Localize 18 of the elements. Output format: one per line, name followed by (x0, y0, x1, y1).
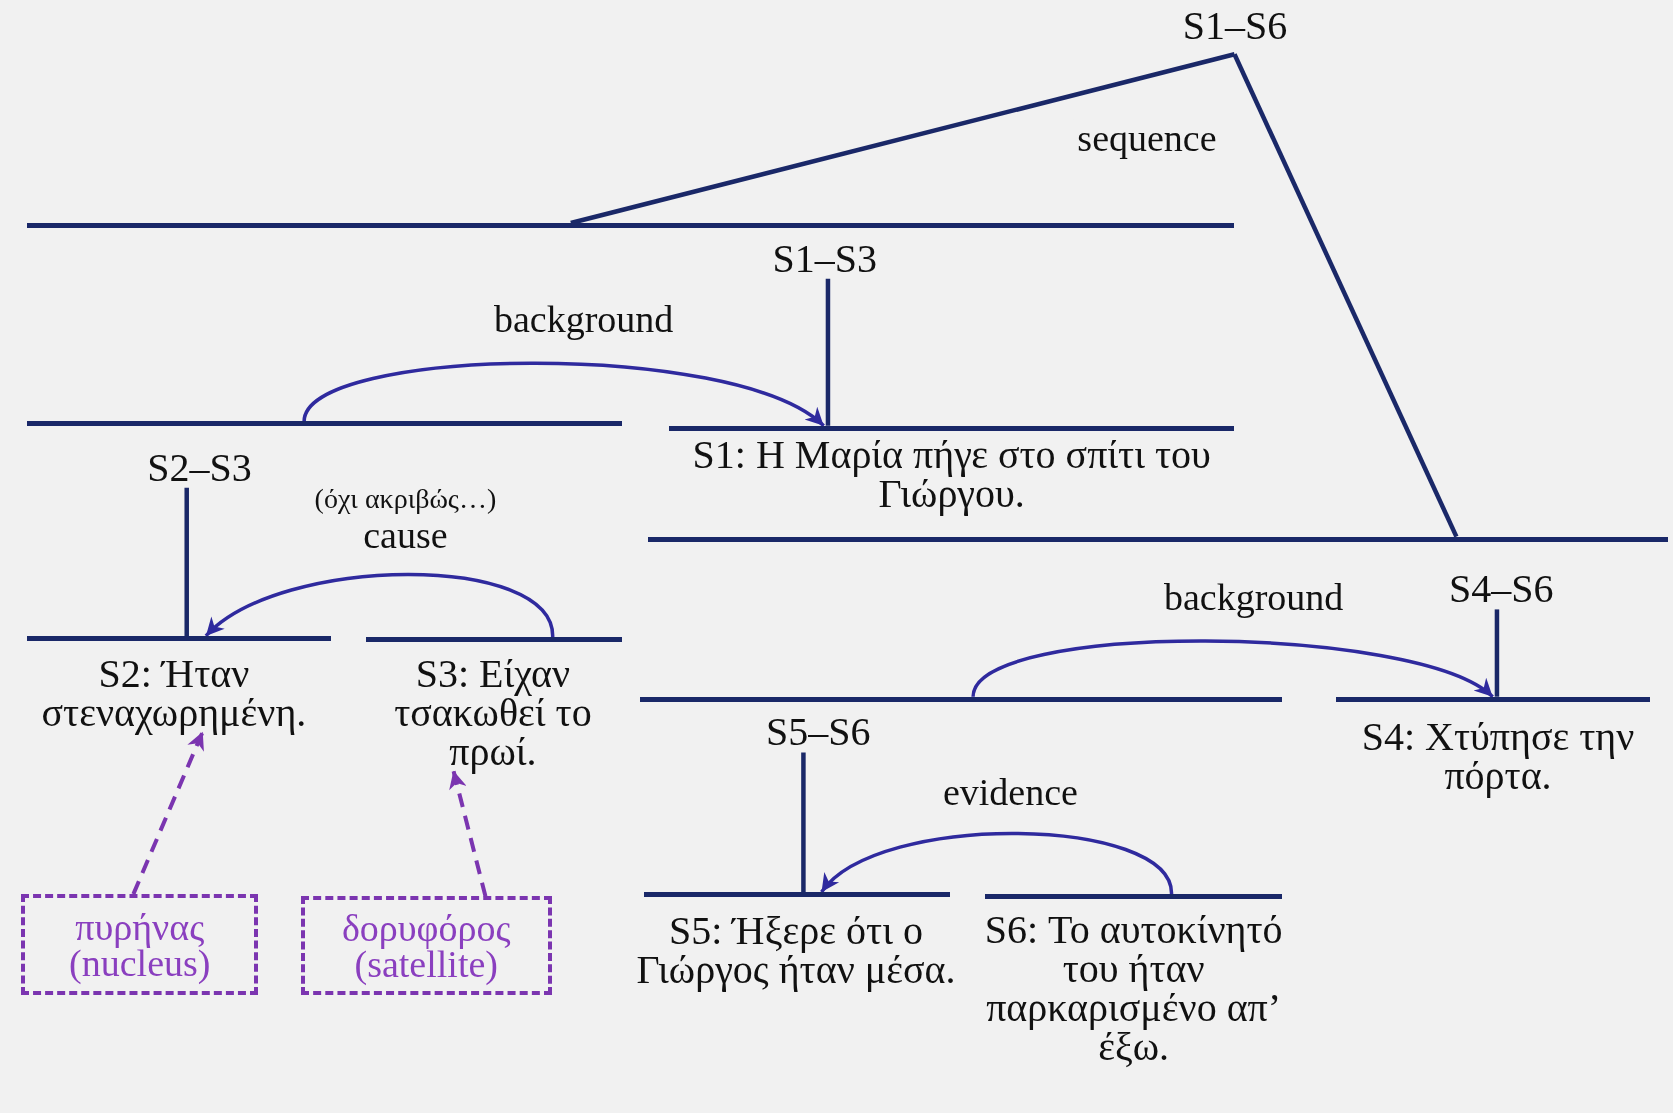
arrow (449, 770, 488, 897)
span-node: S1–S3 (26, 223, 1235, 279)
tree-root-label: S1–S6 (1168, 4, 1302, 55)
arrow (204, 572, 555, 638)
arrow (820, 831, 1174, 895)
connector-line (570, 52, 1236, 226)
connector-line (1494, 609, 1500, 697)
span-node: S5–S6 (640, 696, 1283, 753)
arrow (971, 639, 1494, 699)
term-box: πυρήνας (nucleus) (21, 894, 259, 996)
connector-line (1232, 53, 1459, 538)
connector-line (184, 487, 189, 636)
connector-line (825, 278, 831, 426)
arrow (131, 730, 205, 895)
arrow (302, 361, 825, 428)
term-box: δορυφόρος (satellite) (300, 896, 552, 996)
segment-node: S6: Το αυτοκίνητό του ήταν παρκαρισμένο απ’ έξω. (976, 894, 1291, 1066)
connector-line (801, 752, 806, 892)
